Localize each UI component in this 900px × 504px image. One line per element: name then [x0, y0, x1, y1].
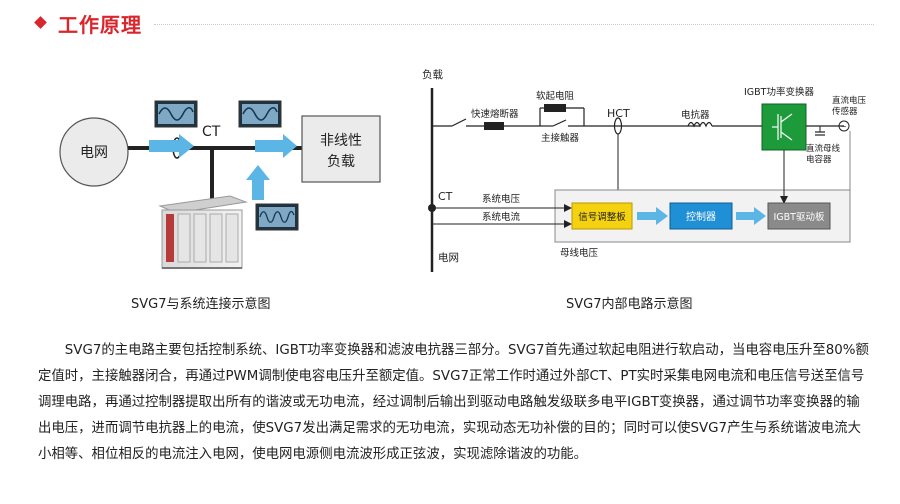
left-ct-label: CT: [202, 124, 221, 140]
grid-circle: [59, 117, 129, 187]
svg-cabinet-image: [158, 195, 248, 269]
flow-arrow-1: [149, 134, 194, 158]
dotted-divider: [154, 24, 874, 25]
flow-arrow-up: [246, 165, 270, 200]
section-header: 工作原理: [34, 8, 876, 38]
nonlinear-load-box: [301, 115, 381, 183]
load-label-line2: 负载: [327, 154, 355, 170]
flow-arrow-2: [255, 134, 297, 158]
waveform-box-1: [154, 100, 198, 128]
load-label-line1: 非线性: [320, 133, 362, 149]
right-diagram-caption: SVG7内部电路示意图: [566, 297, 693, 312]
grid-label: 电网: [80, 145, 108, 161]
section-title: 工作原理: [58, 13, 142, 37]
left-diagram-caption: SVG7与系统连接示意图: [131, 297, 271, 312]
description-paragraph: SVG7的主电路主要包括控制系统、IGBT功率变换器和滤波电抗器三部分。SVG7…: [38, 343, 869, 462]
waveform-box-3: [255, 203, 299, 231]
waveform-box-2: [238, 100, 282, 128]
